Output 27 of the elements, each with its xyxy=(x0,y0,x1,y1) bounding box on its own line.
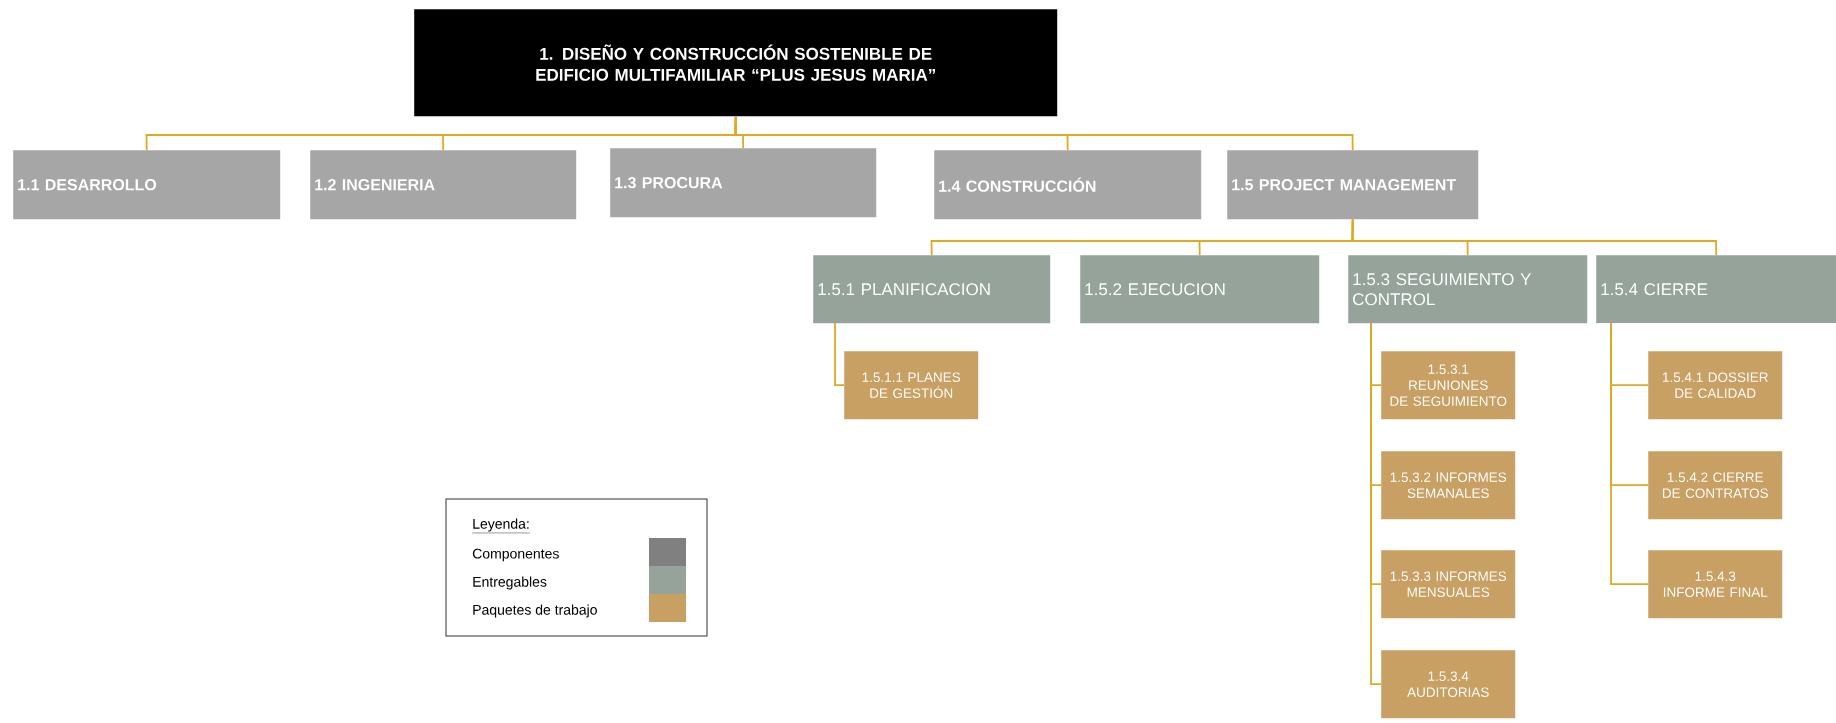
work-package-box: 1.5.4.1 DOSSIER DE CALIDAD xyxy=(1648,351,1783,420)
deliverable-box: 1.5.4 CIERRE xyxy=(1596,255,1836,324)
connector-line xyxy=(1370,322,1382,686)
component-box: 1.4 CONSTRUCCIÓN xyxy=(934,150,1202,220)
legend-title: Leyenda: xyxy=(472,518,530,534)
legend-text: Paquetes de trabajo xyxy=(473,604,597,618)
work-package-box: 1.5.4.3 INFORME FINAL xyxy=(1648,550,1783,619)
work-package-box: 1.5.3.4 AUDITORIAS xyxy=(1381,650,1516,719)
connector-line xyxy=(734,115,1354,151)
connector-line xyxy=(834,322,845,387)
component-box: 1.3 PROCURA xyxy=(610,148,877,218)
work-package-box: 1.5.4.2 CIERRE DE CONTRATOS xyxy=(1648,451,1783,520)
title-box: 1. DISEÑO Y CONSTRUCCIÓN SOSTENIBLE DE EDIFICIO MULTIFAMILIAR “PLUS JESUS MARIA” xyxy=(414,9,1058,117)
component-box: 1.5 PROJECT MANAGEMENT xyxy=(1227,150,1479,220)
work-package-box: 1.5.3.1 REUNIONES DE SEGUIMIENTO xyxy=(1381,351,1516,420)
legend-text: Entregables xyxy=(473,576,547,590)
work-package-box: 1.5.3.3 INFORMES MENSUALES xyxy=(1381,550,1516,619)
deliverable-box: 1.5.2 EJECUCION xyxy=(1080,255,1320,324)
connector-line xyxy=(1610,322,1649,586)
component-box: 1.1 DESARROLLO xyxy=(13,150,281,220)
connector-line xyxy=(1351,218,1718,256)
legend-text: Componentes xyxy=(472,548,559,562)
component-box: 1.2 INGENIERIA xyxy=(310,150,577,220)
work-package-box: 1.5.1.1 PLANES DE GESTIÓN xyxy=(844,351,979,420)
work-package-box: 1.5.3.2 INFORMES SEMANALES xyxy=(1381,451,1516,520)
deliverable-box: 1.5.3 SEGUIMIENTO Y CONTROL xyxy=(1348,255,1588,324)
deliverable-box: 1.5.1 PLANIFICACION xyxy=(813,255,1051,324)
